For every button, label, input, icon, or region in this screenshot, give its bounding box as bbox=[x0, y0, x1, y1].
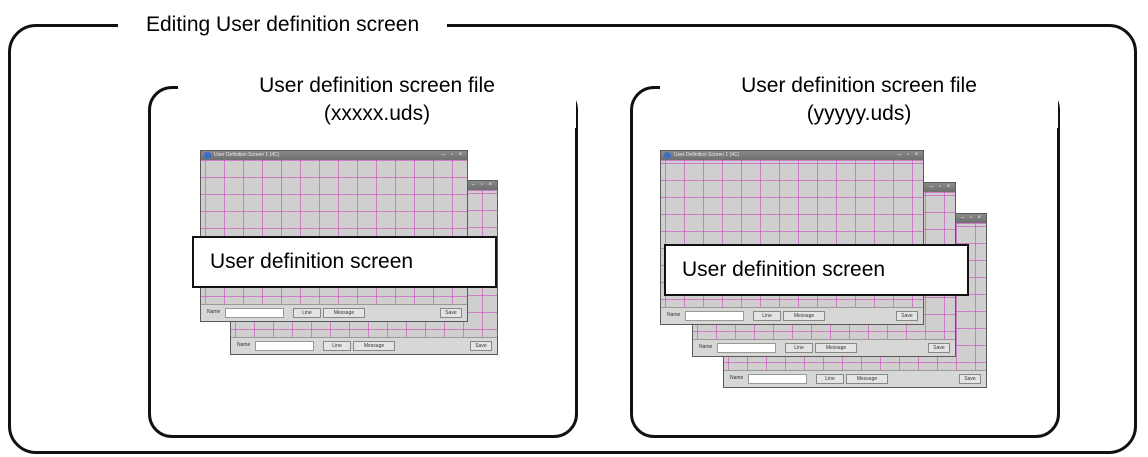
app-icon bbox=[204, 152, 211, 159]
group-title-xxxxx: User definition screen file (xxxxx.uds) bbox=[178, 72, 576, 128]
name-label: Name bbox=[730, 375, 744, 381]
line-button: Line bbox=[816, 374, 844, 384]
group-title-line1: User definition screen file bbox=[741, 74, 977, 97]
message-button: Message bbox=[323, 308, 365, 318]
window-titlebar: User Definition Screen 1 (4C) – ▫ × bbox=[201, 151, 467, 160]
save-button: Save bbox=[928, 343, 950, 353]
window-controls: – ▫ × bbox=[960, 215, 983, 221]
window-title: User Definition Screen 1 (4C) bbox=[214, 152, 280, 158]
group-title-yyyyy: User definition screen file (yyyyy.uds) bbox=[660, 72, 1058, 128]
save-button: Save bbox=[470, 341, 492, 351]
window-title: User Definition Screen 1 (4C) bbox=[674, 152, 740, 158]
line-button: Line bbox=[323, 341, 351, 351]
name-label: Name bbox=[699, 344, 713, 350]
window-bottom-bar: Name Line Message Save bbox=[661, 307, 923, 324]
name-field bbox=[225, 308, 284, 318]
save-button: Save bbox=[440, 308, 462, 318]
message-button: Message bbox=[815, 343, 857, 353]
window-controls: – ▫ × bbox=[897, 152, 920, 158]
name-field bbox=[685, 311, 744, 321]
name-label: Name bbox=[667, 312, 681, 318]
window-bottom-bar: Name Line Message Save bbox=[724, 370, 986, 387]
message-button: Message bbox=[783, 311, 825, 321]
message-button: Message bbox=[846, 374, 888, 384]
save-button: Save bbox=[959, 374, 981, 384]
name-field bbox=[717, 343, 776, 353]
line-button: Line bbox=[753, 311, 781, 321]
name-label: Name bbox=[237, 342, 251, 348]
window-bottom-bar: Name Line Message Save bbox=[201, 304, 467, 321]
overlay-label: User definition screen bbox=[192, 236, 497, 288]
group-title-line1: User definition screen file bbox=[259, 74, 495, 97]
app-icon bbox=[664, 152, 671, 159]
group-title-line2: (xxxxx.uds) bbox=[323, 102, 431, 125]
window-bottom-bar: Name Line Message Save bbox=[231, 337, 497, 354]
group-title-line2: (yyyyy.uds) bbox=[806, 102, 912, 125]
overlay-label: User definition screen bbox=[664, 244, 969, 296]
save-button: Save bbox=[896, 311, 918, 321]
name-label: Name bbox=[207, 309, 221, 315]
name-field bbox=[255, 341, 314, 351]
window-controls: – ▫ × bbox=[441, 152, 464, 158]
line-button: Line bbox=[293, 308, 321, 318]
window-controls: – ▫ × bbox=[471, 182, 494, 188]
window-controls: – ▫ × bbox=[929, 184, 952, 190]
line-button: Line bbox=[785, 343, 813, 353]
outer-frame bbox=[8, 24, 1137, 454]
window-titlebar: User Definition Screen 1 (4C) – ▫ × bbox=[661, 151, 923, 160]
window-bottom-bar: Name Line Message Save bbox=[693, 339, 955, 356]
name-field bbox=[748, 374, 807, 384]
outer-frame-title: Editing User definition screen bbox=[118, 10, 448, 40]
mini-window-screen: User Definition Screen 1 (4C) – ▫ × Name… bbox=[660, 150, 924, 325]
message-button: Message bbox=[353, 341, 395, 351]
